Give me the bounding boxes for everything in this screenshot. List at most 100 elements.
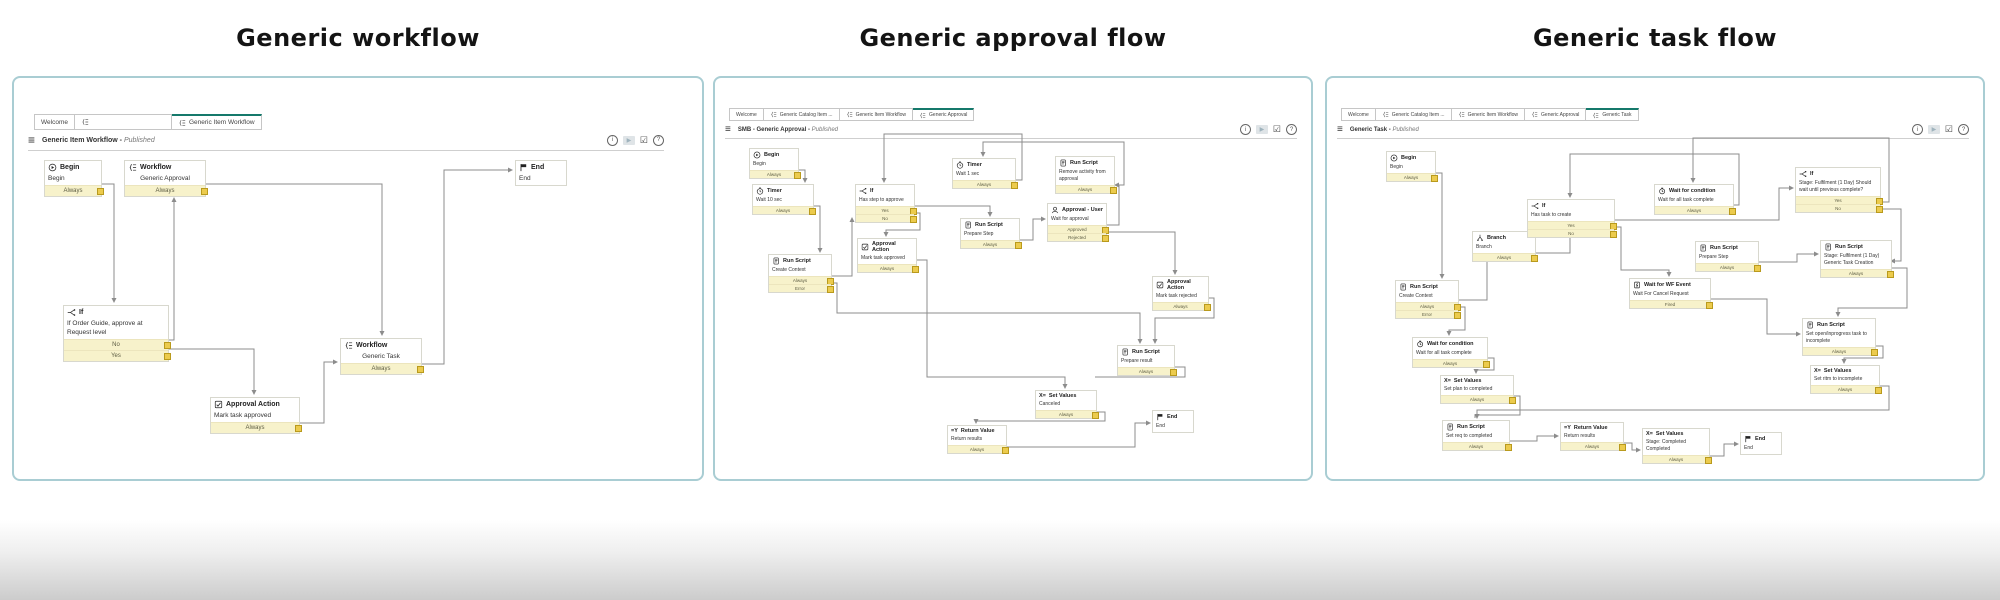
play-icon[interactable]: ▶ bbox=[622, 135, 635, 145]
info-icon[interactable]: i bbox=[1911, 124, 1923, 135]
output-connector[interactable] bbox=[1887, 270, 1894, 278]
output-connector[interactable] bbox=[164, 353, 171, 360]
tab-generic-item-workflow[interactable]: Generic Item Workflow bbox=[1451, 108, 1526, 121]
output-connector[interactable] bbox=[912, 265, 919, 273]
output-connector[interactable] bbox=[201, 188, 208, 195]
output-connector[interactable] bbox=[1102, 234, 1109, 242]
tab-welcome[interactable]: Welcome bbox=[729, 108, 764, 121]
output-connector[interactable] bbox=[1531, 254, 1538, 262]
help-icon[interactable]: ? bbox=[1958, 124, 1969, 135]
tab-generic-catalog-item[interactable]: Generic Catalog Item ... bbox=[763, 108, 840, 121]
help-icon[interactable]: ? bbox=[1286, 124, 1297, 135]
output-connector[interactable] bbox=[1092, 411, 1099, 419]
tab-generic-task[interactable]: Generic Task bbox=[1586, 108, 1639, 121]
output-connector[interactable] bbox=[1729, 207, 1736, 215]
hamburger-menu-icon[interactable]: ≡ bbox=[1337, 123, 1343, 135]
output-connector[interactable] bbox=[1170, 368, 1177, 376]
hamburger-menu-icon[interactable]: ≡ bbox=[725, 123, 731, 135]
output-connector[interactable] bbox=[794, 171, 801, 179]
info-icon[interactable]: i bbox=[1239, 124, 1251, 135]
output-connector[interactable] bbox=[97, 188, 104, 195]
play-icon[interactable]: ▶ bbox=[1927, 125, 1940, 134]
output-connector[interactable] bbox=[1011, 181, 1018, 189]
output-connector[interactable] bbox=[1619, 443, 1626, 451]
hamburger-menu-icon[interactable]: ≡ bbox=[28, 133, 36, 147]
output-connector[interactable] bbox=[1110, 186, 1117, 194]
tab-generic-item-workflow[interactable]: Generic Item Workflow bbox=[839, 108, 914, 121]
output-connector[interactable] bbox=[910, 215, 917, 223]
info-icon[interactable]: i bbox=[606, 134, 618, 146]
tab-generic-item-workflow[interactable]: Generic Item Workflow bbox=[171, 114, 262, 130]
output-connector[interactable] bbox=[1876, 205, 1883, 213]
tab-welcome[interactable]: Welcome bbox=[34, 114, 75, 130]
output-connector[interactable] bbox=[417, 366, 424, 373]
tab-welcome[interactable]: Welcome bbox=[1341, 108, 1376, 121]
play-icon[interactable]: ▶ bbox=[1255, 125, 1268, 134]
output-connector[interactable] bbox=[827, 285, 834, 293]
output-connector[interactable] bbox=[1431, 174, 1438, 182]
output-connector[interactable] bbox=[1204, 303, 1211, 311]
help-icon[interactable]: ? bbox=[653, 134, 664, 146]
output-connector[interactable] bbox=[1754, 264, 1761, 272]
output-connector[interactable] bbox=[164, 342, 171, 349]
output-connector[interactable] bbox=[1705, 456, 1712, 464]
output-connector[interactable] bbox=[1505, 443, 1512, 451]
checkbox-icon[interactable]: ☑ bbox=[1272, 124, 1281, 134]
output-connector[interactable] bbox=[295, 425, 302, 432]
output-connector[interactable] bbox=[1002, 446, 1009, 454]
tab-generic-approval[interactable]: Generic Approval bbox=[1525, 108, 1587, 121]
output-connector[interactable] bbox=[1871, 348, 1878, 356]
output-connector[interactable] bbox=[1454, 311, 1461, 319]
output-connector[interactable] bbox=[1706, 301, 1713, 309]
output-connector[interactable] bbox=[1610, 230, 1617, 238]
checkbox-icon[interactable]: ☑ bbox=[1944, 124, 1953, 134]
tab-x[interactable] bbox=[74, 114, 172, 130]
tab-generic-catalog-item[interactable]: Generic Catalog Item ... bbox=[1375, 108, 1452, 121]
tab-generic-approval[interactable]: Generic Approval bbox=[913, 108, 975, 121]
output-connector[interactable] bbox=[1509, 396, 1516, 404]
node-output-always: Always bbox=[1413, 359, 1490, 368]
output-connector[interactable] bbox=[1875, 386, 1882, 394]
output-connector[interactable] bbox=[1015, 241, 1022, 249]
output-connector[interactable] bbox=[809, 207, 816, 215]
output-connector[interactable] bbox=[1483, 360, 1490, 368]
checkbox-icon[interactable]: ☑ bbox=[639, 134, 648, 145]
